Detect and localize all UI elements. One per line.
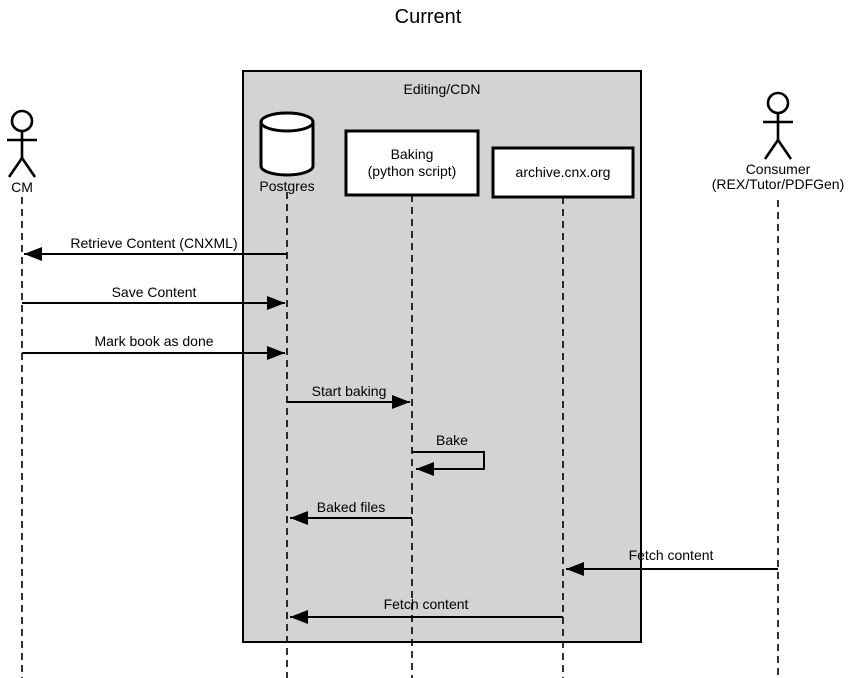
participant-postgres-label: Postgres (259, 178, 315, 194)
diagram-title: Current (394, 6, 462, 28)
participant-baking-label-line1: Baking (390, 146, 434, 162)
actor-consumer-icon (763, 91, 793, 160)
actor-cm-label: CM (11, 179, 33, 195)
participant-baking-label-line2: (python script) (367, 163, 457, 179)
participant-archive-box (491, 146, 635, 199)
message-label-baked-files: Baked files (316, 499, 386, 515)
message-label-fetch-content-2: Fetch content (383, 596, 469, 612)
actor-consumer-label-line2: (REX/Tutor/PDFGen) (711, 176, 845, 192)
message-label-mark-book-done: Mark book as done (94, 333, 214, 349)
message-label-start-baking: Start baking (311, 383, 387, 399)
database-cylinder-icon (259, 111, 315, 177)
message-label-save-content: Save Content (111, 284, 197, 300)
participant-baking-label: Baking (python script) (346, 131, 478, 195)
message-label-bake: Bake (436, 432, 468, 448)
participant-baking-box (344, 129, 480, 197)
actor-cm-icon (7, 109, 37, 178)
message-label-fetch-content-1: Fetch content (628, 547, 714, 563)
actor-consumer-label: Consumer (REX/Tutor/PDFGen) (712, 162, 845, 192)
message-label-retrieve-content: Retrieve Content (CNXML) (70, 235, 238, 251)
arrow-bake-self-loop (412, 451, 485, 476)
frame-label: Editing/CDN (403, 81, 481, 97)
actor-consumer-label-line1: Consumer (745, 161, 811, 177)
participant-archive-label: archive.cnx.org (515, 164, 611, 180)
